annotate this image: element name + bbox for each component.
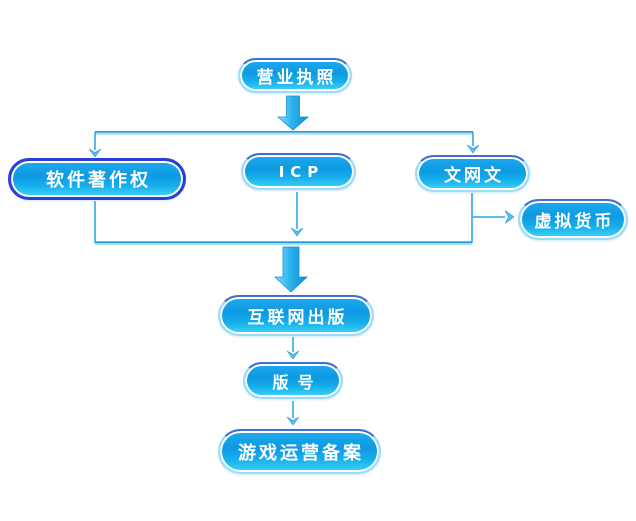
arrow-icp-to-collector-head — [290, 227, 304, 237]
node-icp: ICP — [241, 153, 356, 190]
fat-arrow-license-to-branch — [276, 95, 310, 131]
node-virtual-currency: 虚拟货币 — [518, 199, 628, 240]
arrow-publishing-to-number-head — [286, 350, 300, 360]
node-internet-publishing: 互联网出版 — [218, 295, 374, 336]
arrow-to-software-copyright-head — [88, 148, 102, 158]
arrow-number-to-filing-head — [286, 416, 300, 426]
node-publication-number: 版号 — [243, 362, 343, 399]
node-business-license: 营业执照 — [238, 58, 352, 93]
arrow-to-virtual-currency-head — [504, 210, 515, 224]
node-game-operation-filing: 游戏运营备案 — [218, 429, 381, 474]
node-wenwangwen: 文网文 — [415, 155, 530, 192]
arrow-to-wenwangwen-head — [466, 144, 480, 154]
node-software-copyright: 软件著作权 — [8, 158, 186, 200]
fat-arrow-collector-to-publishing — [273, 246, 309, 293]
